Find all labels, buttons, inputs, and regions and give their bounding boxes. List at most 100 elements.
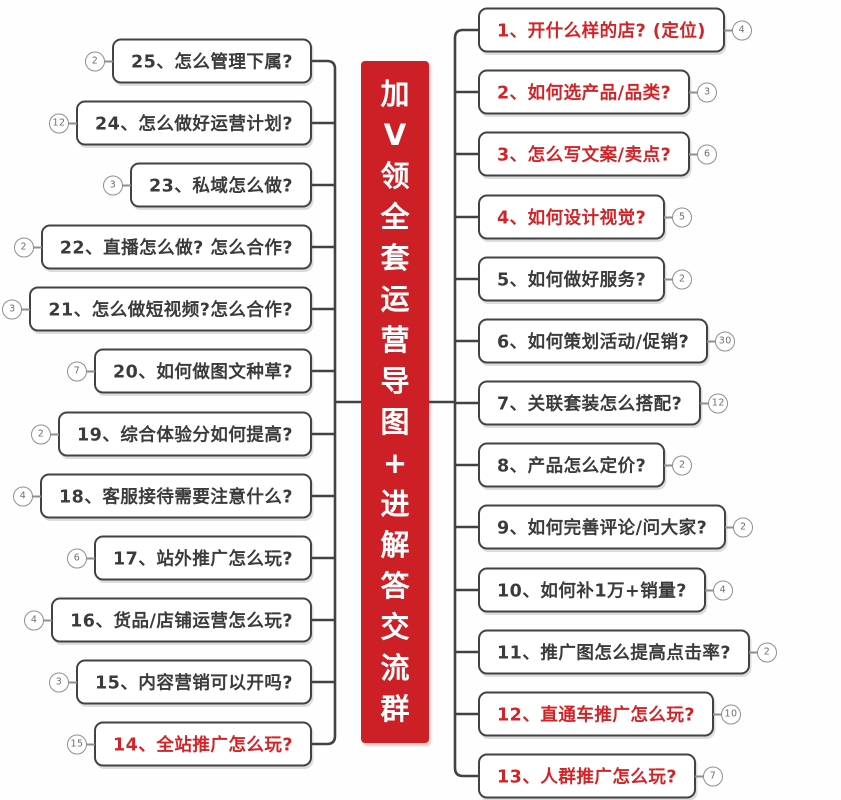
mindmap-node-3[interactable]: 3、怎么写文案/卖点? 6 [478,131,718,177]
mindmap-node-4[interactable]: 4、如何设计视觉? 5 [478,194,693,240]
node-label: 5、如何做好服务? [497,270,647,291]
mindmap-node-10[interactable]: 10、如何补1万+销量? 4 [478,567,733,613]
badge-connector [66,122,77,124]
mindmap-node-24[interactable]: 24、怎么做好运营计划?12 [48,100,312,146]
node-label: 3、怎么写文案/卖点? [497,145,672,166]
banner-char: 套 [380,241,410,275]
count-badge[interactable]: 3 [102,175,123,195]
banner-char: 流 [380,651,410,685]
badge-connector [664,464,675,466]
mindmap-node-18[interactable]: 18、客服接待需要注意什么?4 [12,473,312,519]
badge-connector [725,526,736,528]
count-badge[interactable]: 5 [672,207,693,227]
mindmap-node-17[interactable]: 17、站外推广怎么玩? 6 [66,535,312,581]
mindmap-node-20[interactable]: 20、如何做图文种草? 7 [66,348,312,394]
mindmap-node-12[interactable]: 12、直通车推广怎么玩?10 [478,691,742,737]
count-badge[interactable]: 10 [721,704,742,724]
badge-connector [704,589,715,591]
connector-path [310,28,480,778]
node-label: 10、如何补1万+销量? [497,581,687,602]
mindmap-node-9[interactable]: 9、如何完善评论/问大家? 2 [478,504,754,550]
node-label: 13、人群推广怎么玩? [497,767,678,788]
banner-char: 营 [380,323,410,357]
mindmap-node-21[interactable]: 21、怎么做短视频?怎么合作? 3 [2,286,312,332]
badge-connector [20,308,31,310]
count-badge[interactable]: 2 [672,269,693,289]
count-badge[interactable]: 12 [48,113,69,133]
count-badge[interactable]: 2 [13,237,34,257]
mindmap-node-15[interactable]: 15、内容营销可以开吗? 3 [48,659,312,705]
mindmap-node-25[interactable]: 25、怎么管理下属?2 [84,38,312,84]
mindmap-node-23[interactable]: 23、私域怎么做?3 [102,162,312,208]
mindmap-node-2[interactable]: 2、如何选产品/品类? 3 [478,69,718,115]
node-label: 1、开什么样的店? (定位) [497,21,706,42]
count-badge[interactable]: 4 [731,20,752,40]
node-label: 7、关联套装怎么搭配? [497,394,683,415]
badge-connector [30,495,41,497]
banner-char: 解 [380,528,410,562]
count-badge[interactable]: 12 [708,393,729,413]
badge-connector [695,775,706,777]
mindmap-node-19[interactable]: 19、综合体验分如何提高? 2 [30,411,312,457]
count-badge[interactable]: 4 [24,610,45,630]
node-label: 4、如何设计视觉? [497,208,647,229]
mindmap-node-16[interactable]: 16、货品/店铺运营怎么玩? 4 [24,597,312,643]
count-badge[interactable]: 15 [66,734,87,754]
banner-char: 加 [380,77,410,111]
count-badge[interactable]: 2 [733,517,754,537]
node-label: 17、站外推广怎么玩? [112,549,293,570]
node-label: 6、如何策划活动/促销? [497,332,690,353]
node-label: 8、产品怎么定价? [497,456,647,477]
mindmap-node-5[interactable]: 5、如何做好服务? 2 [478,256,693,302]
badge-connector [689,91,700,93]
count-badge[interactable]: 3 [48,672,69,692]
count-badge[interactable]: 6 [66,548,87,568]
badge-connector [120,184,131,186]
count-badge[interactable]: 2 [30,424,51,444]
badge-connector [42,619,53,621]
node-label: 21、怎么做短视频?怎么合作? [48,300,293,321]
mindmap-node-7[interactable]: 7、关联套装怎么搭配? 12 [478,380,729,426]
badge-connector [749,651,760,653]
mindmap-node-13[interactable]: 13、人群推广怎么玩? 7 [478,753,724,799]
mindmap-node-22[interactable]: 22、直播怎么做? 怎么合作? 2 [13,224,312,270]
count-badge[interactable]: 3 [2,299,23,319]
count-badge[interactable]: 30 [715,331,736,351]
count-badge[interactable]: 2 [84,51,105,71]
node-label: 19、综合体验分如何提高? [76,425,293,446]
node-label: 16、货品/店铺运营怎么玩? [70,611,293,632]
badge-connector [723,29,734,31]
badge-connector [707,340,718,342]
node-label: 20、如何做图文种草? [112,362,293,383]
count-badge[interactable]: 2 [672,455,693,475]
mindmap-node-8[interactable]: 8、产品怎么定价? 2 [478,442,693,488]
badge-connector [102,60,113,62]
badge-connector [31,246,42,248]
node-label: 9、如何完善评论/问大家? [497,518,708,539]
badge-connector [689,153,700,155]
badge-connector [664,278,675,280]
banner-char: V [383,118,407,152]
count-badge[interactable]: 4 [12,486,33,506]
node-label: 2、如何选产品/品类? [497,83,672,104]
mindmap-node-11[interactable]: 11、推广图怎么提高点击率?2 [478,629,778,675]
badge-connector [84,557,95,559]
node-label: 22、直播怎么做? 怎么合作? [59,238,293,259]
mindmap-node-6[interactable]: 6、如何策划活动/促销? 30 [478,318,736,364]
count-badge[interactable]: 4 [712,580,733,600]
mindmap-node-1[interactable]: 1、开什么样的店? (定位) 4 [478,7,752,53]
count-badge[interactable]: 6 [697,144,718,164]
badge-connector [84,370,95,372]
badge-connector [713,713,724,715]
mindmap-node-14[interactable]: 14、全站推广怎么玩?15 [66,721,312,767]
node-label: 15、内容营销可以开吗? [94,673,293,694]
count-badge[interactable]: 3 [697,82,718,102]
count-badge[interactable]: 7 [66,361,87,381]
count-badge[interactable]: 7 [703,766,724,786]
banner-char: 图 [380,405,410,439]
count-badge[interactable]: 2 [757,642,778,662]
banner-char: 答 [380,569,410,603]
